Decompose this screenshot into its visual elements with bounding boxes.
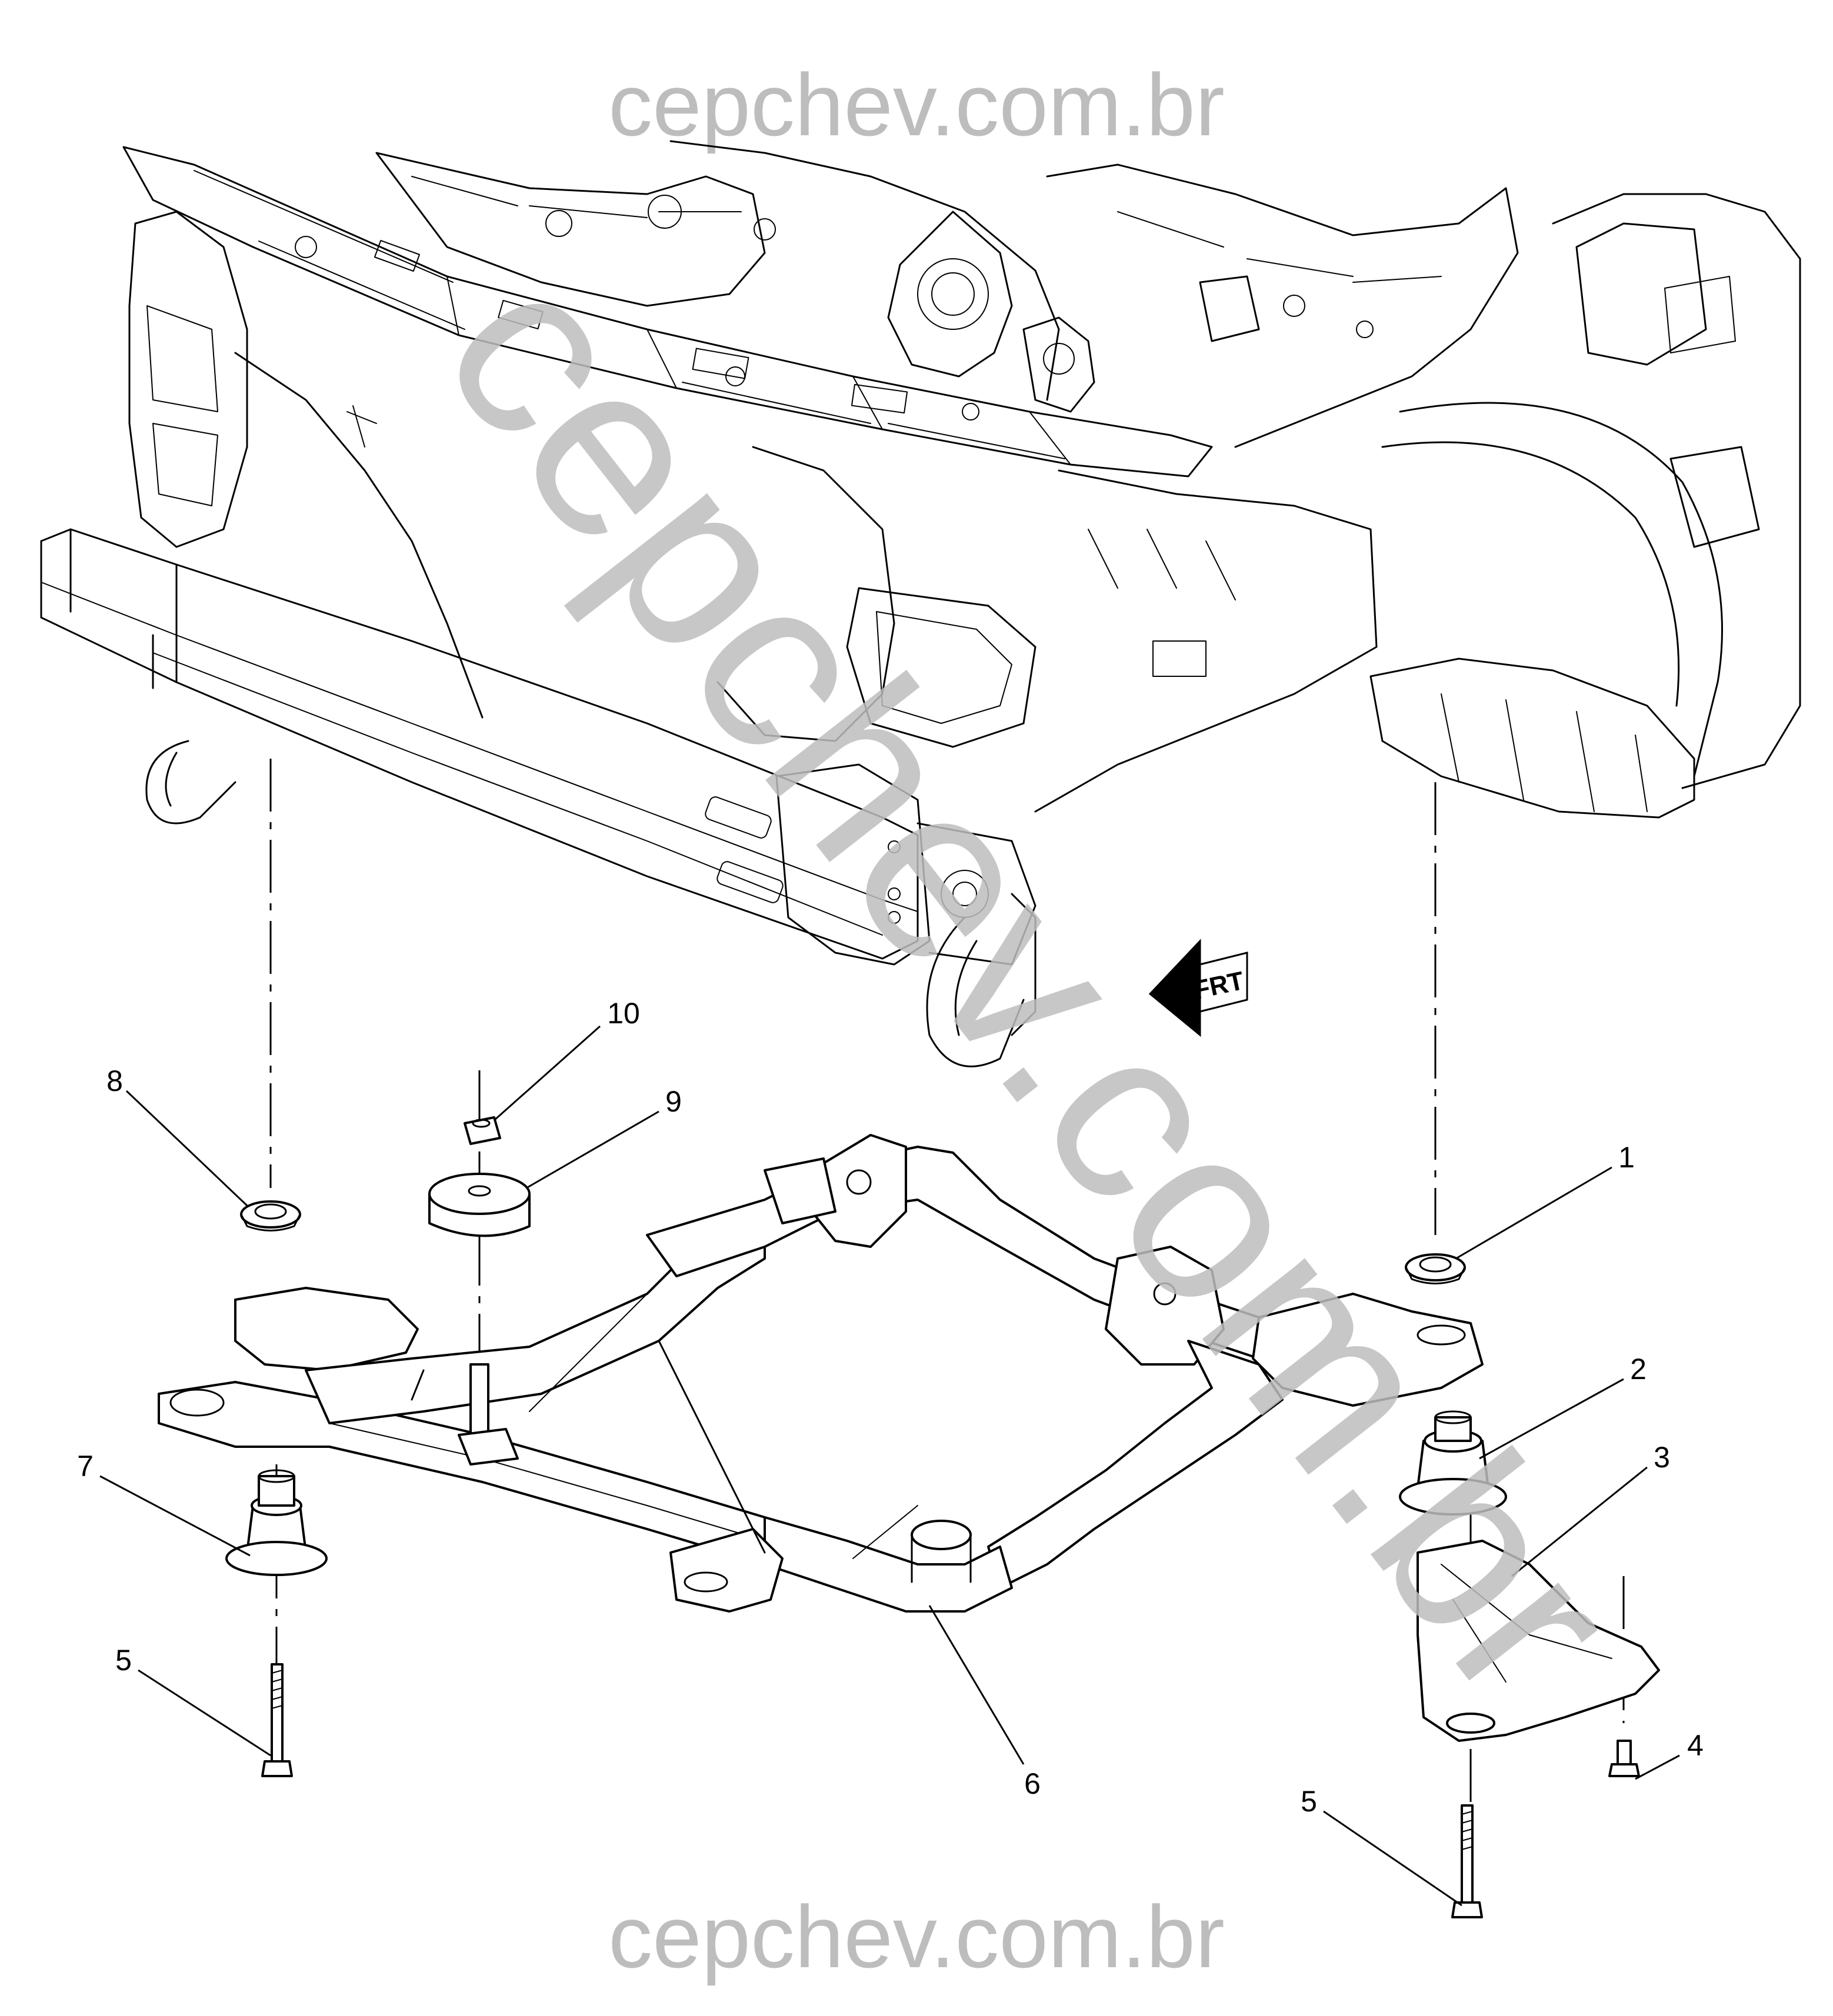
part-insulator-right-lower (1399, 1410, 1507, 1516)
callout-4: 4 (1687, 1729, 1704, 1762)
front-direction-arrow: FRT (1148, 939, 1248, 1037)
callout-5-right: 5 (1301, 1785, 1317, 1818)
part-bolt-right (1451, 1804, 1483, 1918)
callout-9: 9 (665, 1085, 682, 1118)
callout-10: 10 (607, 997, 640, 1030)
callout-1: 1 (1618, 1141, 1635, 1174)
callout-3: 3 (1654, 1441, 1670, 1474)
part-damper (428, 1173, 531, 1237)
watermark-top: cepchev.com.br (608, 55, 1225, 154)
leader-lines (99, 1025, 1680, 1907)
part-nut (464, 1116, 501, 1145)
callout-2: 2 (1630, 1353, 1647, 1386)
callouts: 1 2 3 4 5 5 6 7 8 9 10 (77, 997, 1704, 1818)
callout-6: 6 (1024, 1767, 1041, 1800)
part-insulator-right-upper (1405, 1253, 1466, 1284)
body-structure (40, 140, 1801, 1067)
callout-8: 8 (106, 1064, 123, 1097)
part-insulator-left-lower (225, 1469, 328, 1576)
engine-cradle-frame (158, 1134, 1484, 1613)
watermark-bottom: cepchev.com.br (608, 1887, 1225, 1986)
part-insulator-left-upper (240, 1200, 301, 1231)
part-bolt-small (1608, 1740, 1640, 1777)
part-brace (1417, 1540, 1660, 1742)
part-bolt-left (261, 1663, 293, 1777)
callout-5-left: 5 (115, 1644, 132, 1677)
callout-7: 7 (77, 1450, 94, 1483)
